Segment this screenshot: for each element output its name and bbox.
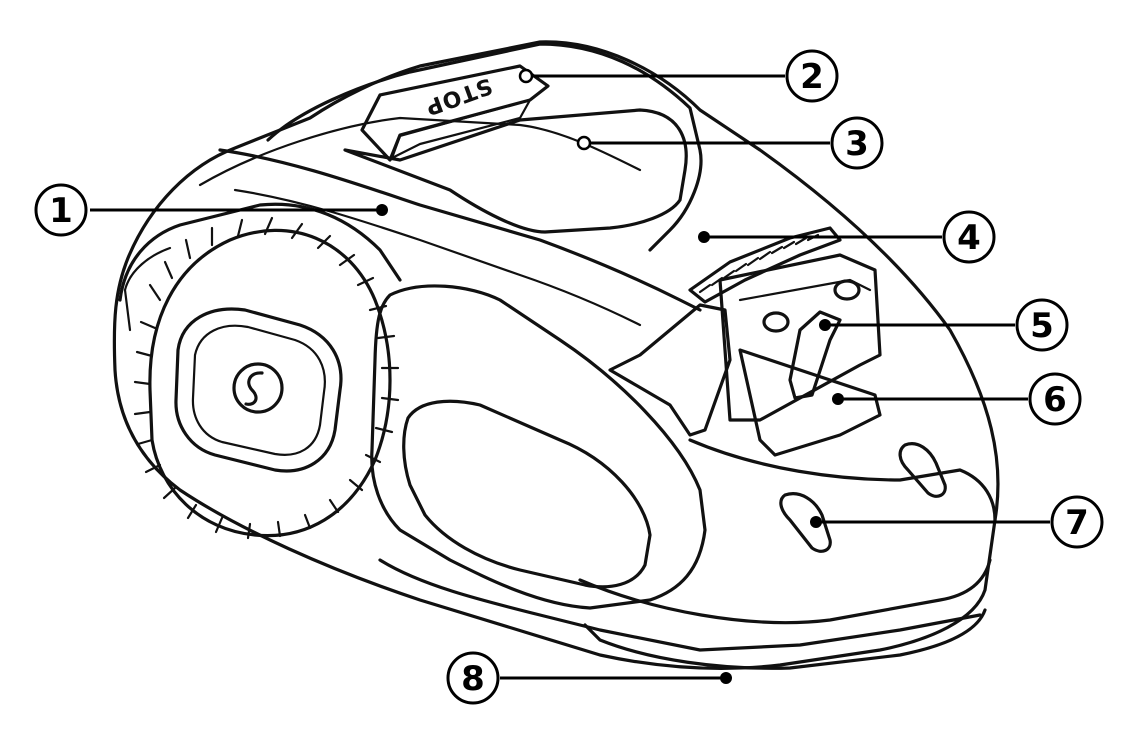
callout-4: 4 xyxy=(698,210,996,264)
rear-fender-inner xyxy=(123,246,172,332)
callout-8-point xyxy=(720,672,732,684)
callout-2: 2 xyxy=(518,49,839,103)
callout-1-circle xyxy=(34,183,88,237)
callout-5-label: 5 xyxy=(1030,306,1054,346)
callout-3: 3 xyxy=(576,116,884,170)
callout-6-label: 6 xyxy=(1043,380,1067,420)
lift-handle xyxy=(788,310,842,400)
callout-1: 1 xyxy=(34,183,388,237)
callout-8: 8 xyxy=(446,651,732,705)
callout-6-circle xyxy=(1028,372,1082,426)
callout-3-point xyxy=(576,135,592,151)
front-slot-right xyxy=(898,442,947,498)
callout-3-circle xyxy=(830,116,884,170)
ridged-strip xyxy=(688,226,842,304)
callout-2-point xyxy=(518,68,534,84)
side-door-inner xyxy=(402,399,652,589)
callout-2-label: 2 xyxy=(800,57,824,97)
callout-7: 7 xyxy=(810,495,1104,549)
callout-5-circle xyxy=(1015,298,1069,352)
wheel-logo-ring xyxy=(232,362,284,414)
sensor-hole-left xyxy=(762,311,790,333)
callout-1-label: 1 xyxy=(49,191,73,231)
callout-4-label: 4 xyxy=(957,218,981,258)
wheel-tire xyxy=(148,228,392,538)
wheel-tread xyxy=(133,216,400,540)
callout-2-circle xyxy=(785,49,839,103)
sensor-hole-right xyxy=(833,279,861,301)
lid-panel xyxy=(343,108,688,234)
callout-5: 5 xyxy=(819,298,1069,352)
callout-1-point xyxy=(376,204,388,216)
callout-6-point xyxy=(832,393,844,405)
callout-4-point xyxy=(698,231,710,243)
wheel-hub xyxy=(174,307,343,473)
callout-7-label: 7 xyxy=(1065,503,1089,543)
callouts: 1 2 3 4 5 xyxy=(34,49,1104,705)
callout-3-label: 3 xyxy=(845,124,869,164)
top-canopy xyxy=(266,42,703,252)
rear-fender xyxy=(118,202,402,302)
front-bumper-line xyxy=(578,558,992,625)
base-skirt xyxy=(378,558,982,652)
wheel xyxy=(133,216,400,540)
callout-7-point xyxy=(810,516,822,528)
callout-7-circle xyxy=(1050,495,1104,549)
top-rail xyxy=(218,148,702,312)
outer-shell xyxy=(112,40,1000,670)
callout-4-circle xyxy=(942,210,996,264)
callout-5-point xyxy=(819,319,831,331)
callout-8-circle xyxy=(446,651,500,705)
camera-block xyxy=(738,348,882,457)
stop-button-side xyxy=(390,98,532,160)
wheel-logo-icon xyxy=(244,371,264,406)
front-slot-left xyxy=(779,492,832,553)
front-upper-edge xyxy=(688,438,997,522)
bottom-trim xyxy=(583,608,987,670)
callout-6: 6 xyxy=(832,372,1082,426)
wheel-hub-inner xyxy=(191,324,326,456)
side-door xyxy=(370,284,707,610)
callout-8-label: 8 xyxy=(461,659,485,699)
left-fin xyxy=(608,303,732,437)
